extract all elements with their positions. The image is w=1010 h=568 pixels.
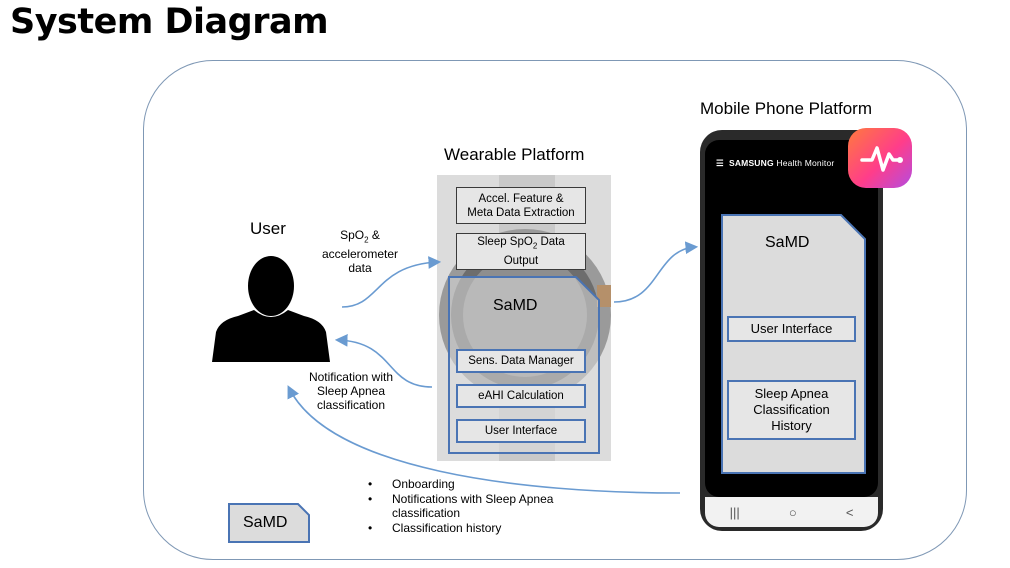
notification-label: Notification with Sleep Apnea classifica… [308,370,394,412]
phone-samd-label: SaMD [765,234,810,251]
samd-legend-label: SaMD [243,514,288,531]
recent-apps-icon: ||| [729,504,740,520]
user-icon [212,256,330,362]
samd-legend-shape [228,503,310,543]
mobile-platform-label: Mobile Phone Platform [700,99,872,118]
eahi-calculation-box: eAHI Calculation [456,384,586,408]
home-icon: ○ [788,504,797,520]
samd-feature-list: •Onboarding •Notifications with Sleep Ap… [368,477,553,535]
user-label: User [250,219,286,238]
wearable-samd-label: SaMD [493,297,538,314]
health-monitor-app-icon [848,128,912,188]
wearable-to-user-arrow [334,333,433,388]
accel-feature-box: Accel. Feature &Meta Data Extraction [456,187,586,224]
sens-data-manager-box: Sens. Data Manager [456,349,586,373]
phone-nav-bar: ||| ○ < [705,497,878,527]
back-icon: < [845,504,854,520]
input-data-label: SpO2 & accelerometer data [321,228,399,276]
phone-user-interface-box: User Interface [727,316,856,342]
heartbeat-icon [860,146,903,172]
phone-to-user-arrow [287,385,681,494]
wearable-platform-label: Wearable Platform [444,145,585,164]
list-item: •Onboarding [368,477,455,491]
page-title: System Diagram [10,2,329,42]
phone-app-header: ☰ SAMSUNG Health Monitor [716,158,835,168]
wearable-user-interface-box: User Interface [456,419,586,443]
user-to-wearable-arrow [341,256,442,308]
system-boundary [143,60,967,560]
list-item: •Classification history [368,520,502,535]
wearable-to-phone-arrow [613,241,699,303]
